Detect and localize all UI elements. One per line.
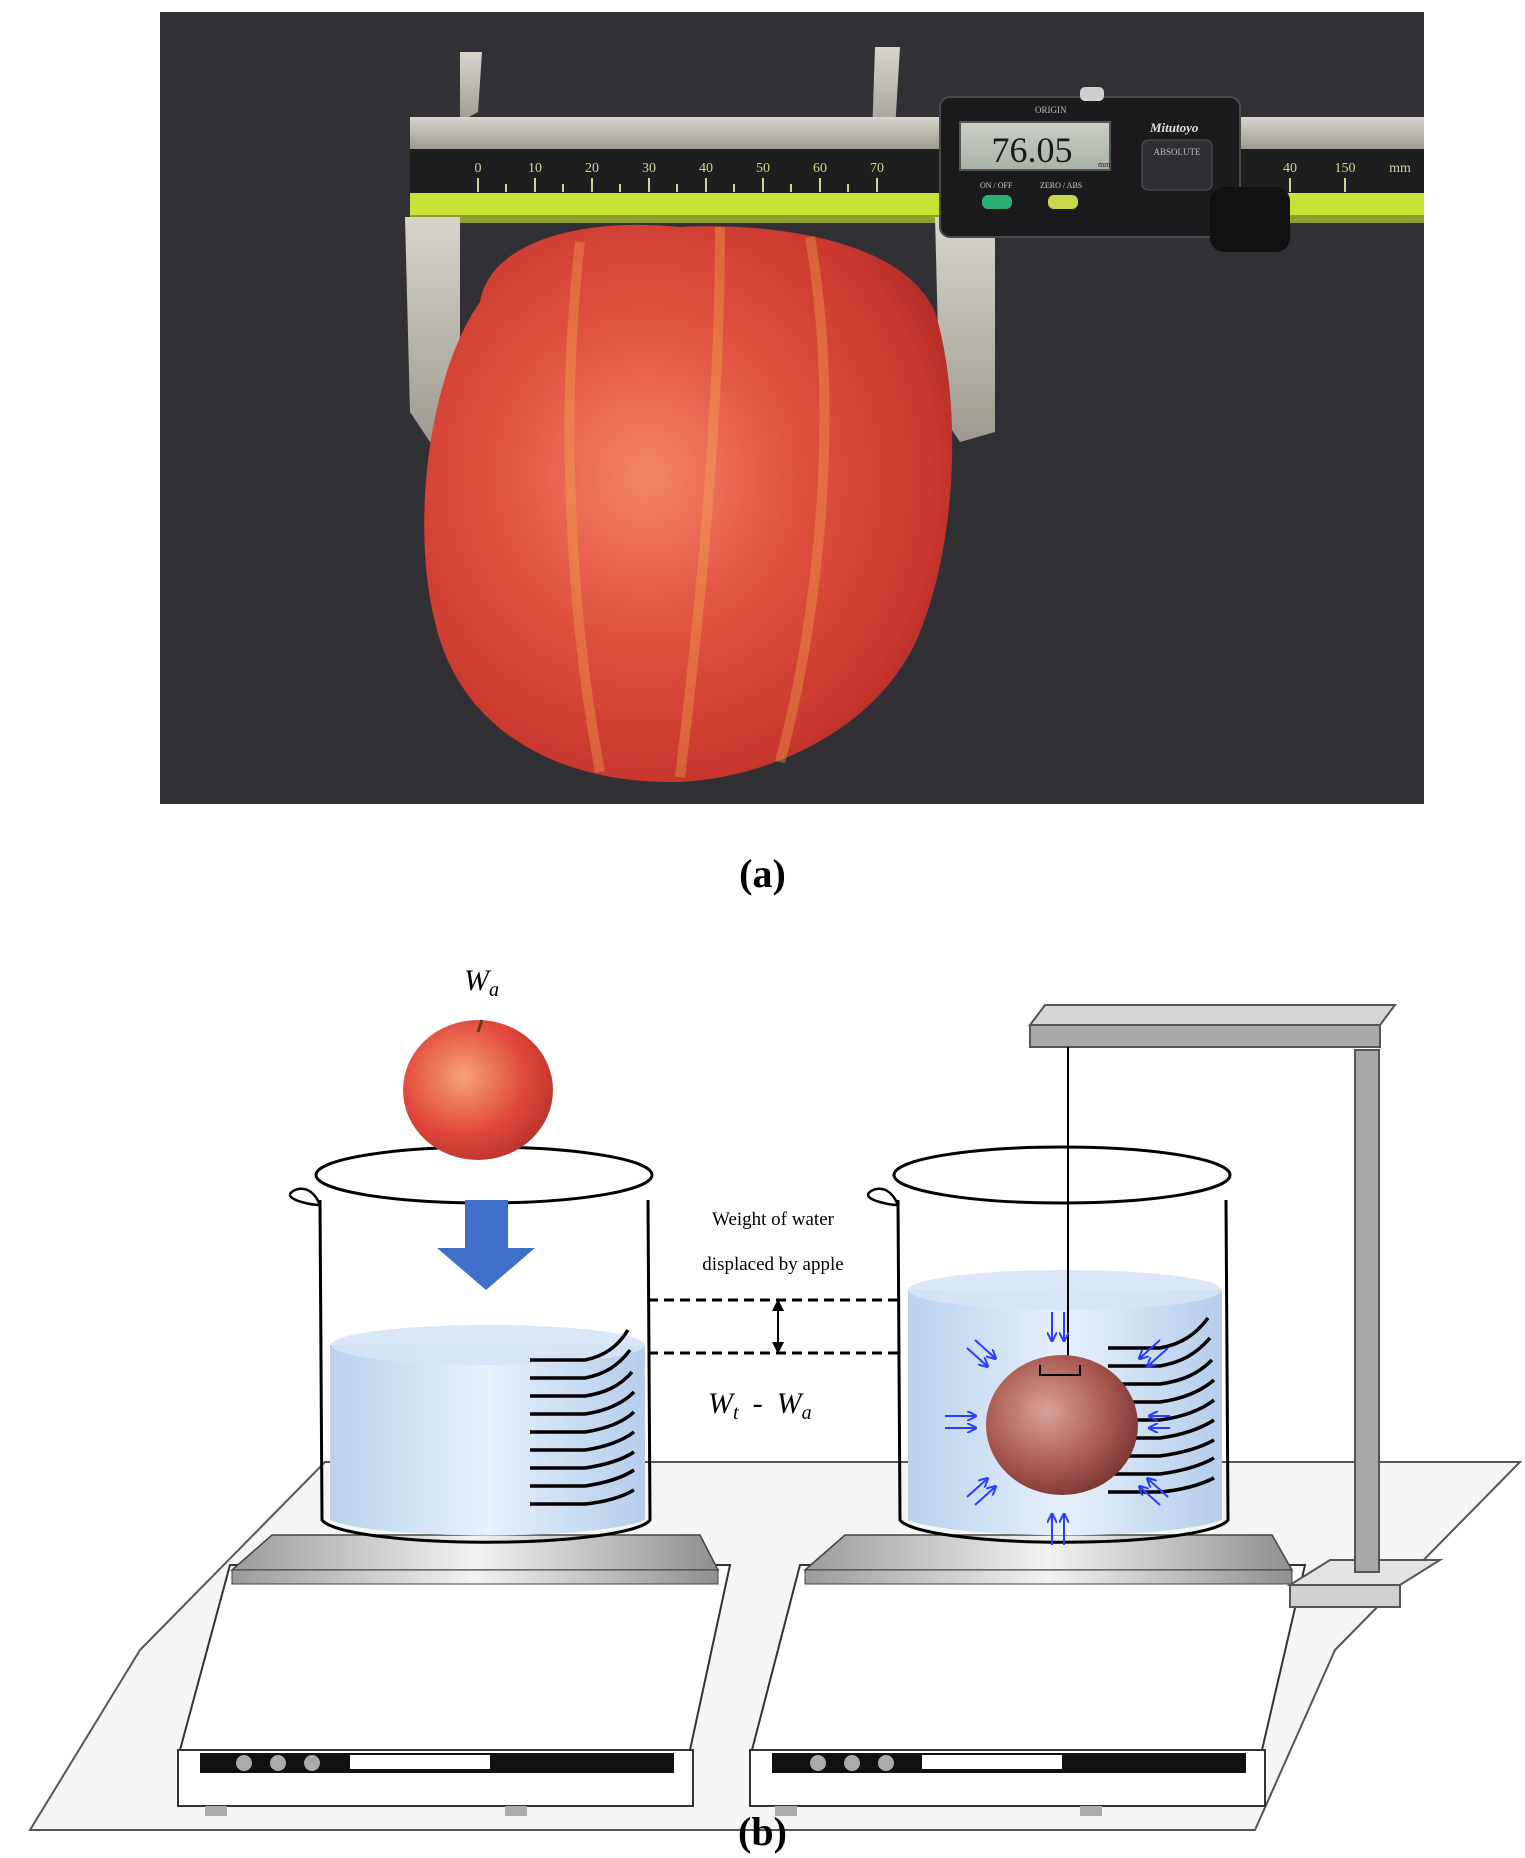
displaced-label-line1: Weight of water (712, 1209, 835, 1230)
brand-label: Mitutoyo (1149, 120, 1199, 135)
formula-wa: W (777, 1387, 805, 1420)
origin-button (1080, 87, 1104, 101)
apple-submerged (986, 1355, 1138, 1495)
on-off-button (982, 195, 1012, 209)
caliper-lower-jaw-right (935, 217, 995, 442)
apple-weight-subscript: a (489, 979, 499, 1001)
on-off-label: ON / OFF (980, 181, 1013, 190)
scale-label-right-150: 150 (1335, 161, 1356, 176)
drop-arrow (437, 1200, 535, 1290)
zero-abs-label: ZERO / ABS (1040, 181, 1082, 190)
left-balance-button-1 (236, 1755, 252, 1771)
scale-label-20: 20 (585, 161, 599, 176)
formula-wt-sub: t (733, 1402, 739, 1424)
panel-label-b: (b) (738, 1809, 787, 1854)
formula-wt: W (708, 1387, 736, 1420)
right-balance-screen (922, 1755, 1062, 1769)
origin-label: ORIGIN (1035, 105, 1067, 115)
scale-label-40: 40 (699, 161, 713, 176)
support-stand (1028, 1004, 1444, 1608)
formula-wa-sub: a (802, 1402, 812, 1424)
right-balance-button-2 (844, 1755, 860, 1771)
apple-photo (424, 224, 953, 782)
left-balance (177, 1534, 732, 1816)
right-balance (749, 1534, 1307, 1816)
formula-minus: - (753, 1387, 763, 1420)
scale-label-70: 70 (870, 161, 884, 176)
left-beaker (288, 1145, 654, 1544)
caliper-upper-jaw-right (872, 47, 900, 137)
caliper-thumb-roller (1210, 187, 1290, 252)
caliper-upper-jaw-left (460, 52, 482, 122)
displacement-diagram: Wa (0, 940, 1525, 1840)
panel-label-a: (a) (739, 851, 786, 896)
right-balance-button-1 (810, 1755, 826, 1771)
caliper-beam (410, 117, 1424, 149)
caliper-lcd (959, 121, 1111, 171)
pressure-arrows (945, 1312, 1170, 1545)
right-balance-button-3 (878, 1755, 894, 1771)
scale-label-30: 30 (642, 161, 656, 176)
caliper-ticks (477, 178, 1346, 192)
apple-weight-symbol: W (464, 964, 492, 997)
zero-abs-button (1048, 195, 1078, 209)
scale-label-60: 60 (813, 161, 827, 176)
apple-dry (403, 1020, 553, 1160)
formula-label: Wt-Wa (708, 1387, 812, 1424)
scale-label-0: 0 (475, 161, 482, 176)
left-beaker-graduations (530, 1329, 636, 1506)
left-balance-screen (350, 1755, 490, 1769)
apple-weight-label: Wa (464, 964, 499, 1001)
diagram-svg: Wa (28, 964, 1523, 1831)
photo-svg: 0 10 20 30 40 50 60 70 40 150 mm (160, 12, 1424, 804)
displaced-label-line2: displaced by apple (702, 1254, 843, 1275)
scale-label-right-40: 40 (1283, 161, 1297, 176)
scale-label-10: 10 (528, 161, 542, 176)
scale-label-unit: mm (1389, 161, 1411, 176)
left-balance-button-2 (270, 1755, 286, 1771)
caliper-scale-labels: 0 10 20 30 40 50 60 70 40 150 mm (475, 161, 1411, 176)
right-beaker-graduations (1108, 1316, 1216, 1494)
caliper-scale-strip (410, 149, 1424, 193)
caliper-reading-unit: mm (1098, 160, 1111, 169)
left-beaker-water (330, 1345, 645, 1536)
absolute-panel (1141, 139, 1213, 191)
absolute-label: ABSOLUTE (1154, 147, 1202, 157)
caliper-reading: 76.05 (992, 130, 1073, 170)
caliper-apple-photo: 0 10 20 30 40 50 60 70 40 150 mm (160, 12, 1424, 804)
left-balance-button-3 (304, 1755, 320, 1771)
scale-label-50: 50 (756, 161, 770, 176)
